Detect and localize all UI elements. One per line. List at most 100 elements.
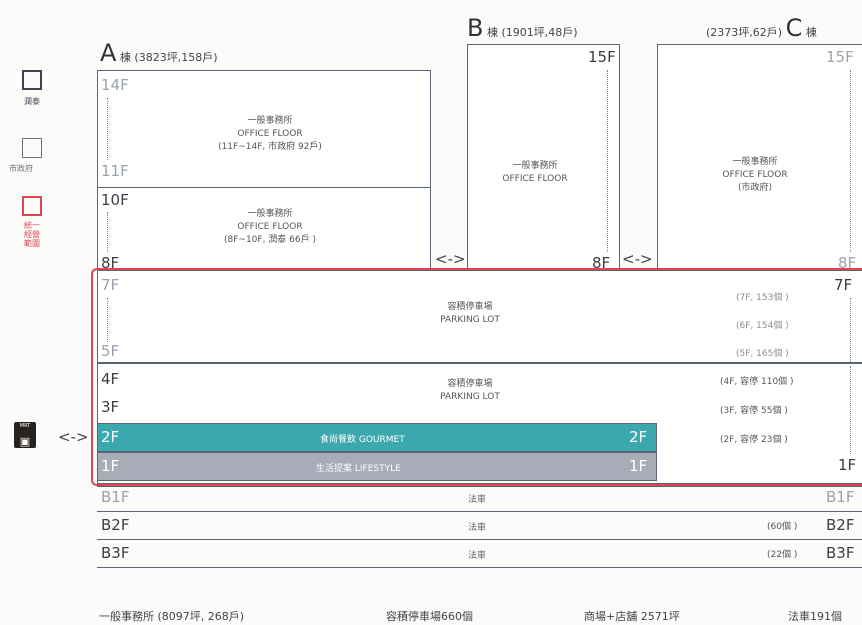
parking-2f-count: (2F, 容停 23個 )	[720, 435, 788, 445]
lifestyle-left-floor: 1F	[101, 457, 120, 475]
c-bottom-floor: 8F	[838, 254, 857, 272]
legend-label-unified: 統一 經營 範圍	[24, 221, 40, 248]
c-parking-dotline	[850, 298, 851, 362]
c-line3: (市政府)	[737, 183, 773, 193]
a-lower-top-floor: 10F	[101, 191, 129, 209]
building-c-sub: 棟	[805, 26, 817, 39]
c-label: 一般事務所 OFFICE FLOOR (市政府)	[700, 156, 810, 195]
a-upper-line2: OFFICE FLOOR	[237, 129, 303, 139]
a-upper-bottom-floor: 11F	[101, 162, 129, 180]
building-c-letter: C	[785, 14, 803, 42]
b2f-left: B2F	[101, 516, 130, 534]
parking-lower-label: 容積停車場 PARKING LOT	[410, 378, 530, 404]
b-dotline	[607, 70, 608, 252]
legend-label-city: 市政府	[9, 164, 33, 173]
a-office-upper	[97, 70, 431, 188]
building-b-letter: B	[467, 14, 484, 42]
a-office-lower	[97, 187, 431, 270]
b1f-label: 法車	[468, 495, 487, 505]
c-lower-dotline	[850, 366, 851, 454]
gourmet-band	[97, 423, 657, 452]
mrt-label: MRT	[19, 423, 31, 429]
parking-3f-count: (3F, 容停 55個 )	[720, 406, 788, 416]
parking-upper-dotline	[107, 298, 108, 342]
b3f-right: B3F	[826, 544, 855, 562]
b2-top-line	[97, 511, 862, 512]
c-line2: OFFICE FLOOR	[722, 170, 788, 180]
a-upper-top-floor: 14F	[101, 76, 129, 94]
a-b-arrow-icon: <->	[435, 250, 466, 268]
b3f-count: (22個 )	[767, 550, 798, 560]
summary-parking: 容積停車場660個	[386, 610, 473, 623]
b-top-floor: 15F	[588, 48, 616, 66]
b1f-left: B1F	[101, 488, 130, 506]
parking-lower-line1: 容積停車場	[447, 379, 493, 389]
a-lower-label: 一般事務所 OFFICE FLOOR (8F~10F, 潤泰 66戶 )	[150, 208, 390, 247]
b-line1: 一般事務所	[512, 161, 558, 171]
b-label: 一般事務所 OFFICE FLOOR	[480, 160, 590, 186]
b1f-right: B1F	[826, 488, 855, 506]
c-top-floor: 15F	[826, 48, 854, 66]
parking-lower-3f: 3F	[101, 398, 120, 416]
a-lower-line2: OFFICE FLOOR	[237, 222, 303, 232]
b-office	[467, 44, 620, 270]
a-lower-line1: 一般事務所	[247, 209, 293, 219]
b2f-count: (60個 )	[767, 522, 798, 532]
c-dotline	[850, 70, 851, 252]
c-office	[657, 44, 862, 270]
mrt-arrow-icon: <->	[58, 428, 89, 446]
a-lower-dotline	[107, 212, 108, 252]
a-upper-line1: 一般事務所	[247, 116, 293, 126]
lifestyle-label: 生活提案 LIFESTYLE	[316, 464, 401, 474]
parking-lower-line2: PARKING LOT	[440, 392, 500, 402]
parking-6f-count: (6F, 154個 )	[736, 321, 789, 331]
b3f-left: B3F	[101, 544, 130, 562]
b-line2: OFFICE FLOOR	[502, 174, 568, 184]
summary-legal-parking: 法車191個	[788, 610, 842, 623]
summary-office: 一般事務所 (8097坪, 268戶)	[99, 610, 245, 623]
parking-upper-line2: PARKING LOT	[440, 315, 500, 325]
a-lower-line3: (8F~10F, 潤泰 66戶 )	[224, 235, 316, 245]
parking-upper	[97, 270, 862, 363]
building-a-header: A 棟 (3823坪,158戶)	[100, 39, 218, 67]
lifestyle-band	[97, 452, 657, 481]
legend-label-runtai: 潤泰	[24, 97, 40, 106]
building-a-sub: 棟 (3823坪,158戶)	[119, 51, 218, 64]
parking-upper-bottom: 5F	[101, 342, 120, 360]
b3-top-line	[97, 539, 862, 540]
b3-bottom-line	[97, 567, 862, 568]
a-upper-line3: (11F~14F, 市政府 92戶)	[218, 142, 322, 152]
gourmet-label: 食尚餐飲 GOURMET	[320, 435, 405, 445]
mrt-icon: MRT ▣	[14, 422, 36, 448]
legend-swatch-unified	[22, 196, 42, 216]
gourmet-left-floor: 2F	[101, 428, 120, 446]
building-b-header: B 棟 (1901坪,48戶)	[467, 14, 578, 42]
parking-7f-count: (7F, 153個 )	[736, 293, 789, 303]
a-lower-bottom-floor: 8F	[101, 254, 120, 272]
a-upper-label: 一般事務所 OFFICE FLOOR (11F~14F, 市政府 92戶)	[150, 115, 390, 154]
lifestyle-right-floor: 1F	[629, 457, 648, 475]
gourmet-right-floor: 2F	[629, 428, 648, 446]
parking-upper-line1: 容積停車場	[447, 302, 493, 312]
b-c-arrow-icon: <->	[622, 250, 653, 268]
parking-upper-top: 7F	[101, 276, 120, 294]
building-c-prefix: (2373坪,62戶)	[706, 26, 783, 39]
parking-lower-4f: 4F	[101, 370, 120, 388]
building-a-letter: A	[100, 39, 117, 67]
parking-5f-count: (5F, 165個 )	[736, 349, 789, 359]
parking-upper-label: 容積停車場 PARKING LOT	[410, 301, 530, 327]
building-b-sub: 棟 (1901坪,48戶)	[486, 26, 578, 39]
c-1f-floor: 1F	[838, 456, 857, 474]
b2f-right: B2F	[826, 516, 855, 534]
b1-top-line	[97, 486, 862, 487]
b-bottom-floor: 8F	[592, 254, 611, 272]
building-c-header: (2373坪,62戶) C 棟	[706, 14, 817, 42]
c-line1: 一般事務所	[732, 157, 778, 167]
b2f-label: 法車	[468, 523, 487, 533]
unified-management-outline	[91, 268, 862, 486]
legend-swatch-city	[22, 138, 42, 158]
a-upper-dotline	[107, 98, 108, 160]
parking-upper-right: 7F	[834, 276, 853, 294]
parking-4f-count: (4F, 容停 110個 )	[720, 377, 794, 387]
legend-swatch-runtai	[22, 70, 42, 90]
